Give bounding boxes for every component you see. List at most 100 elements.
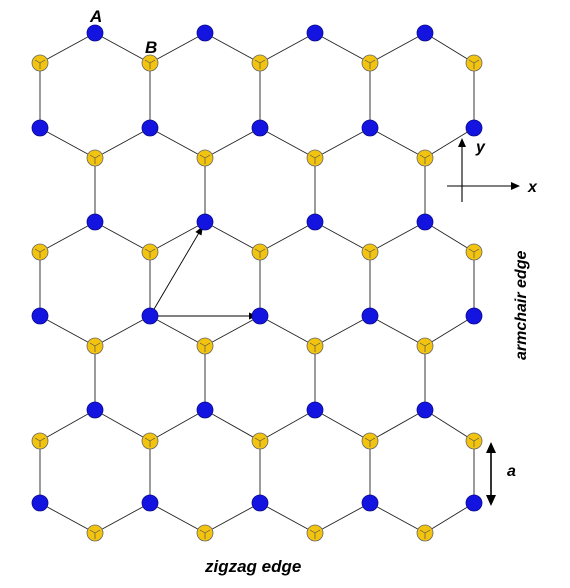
atom-b bbox=[465, 432, 483, 450]
bond bbox=[149, 502, 206, 534]
atom-b-stub bbox=[39, 437, 46, 442]
atom-b bbox=[251, 243, 269, 261]
atom-b bbox=[465, 243, 483, 261]
atom-a bbox=[306, 213, 324, 231]
atom-b bbox=[31, 54, 49, 72]
bond bbox=[39, 409, 96, 442]
bond bbox=[314, 32, 371, 64]
atom-b-stub bbox=[204, 529, 211, 534]
atom-b bbox=[251, 432, 269, 450]
atom-a-disc bbox=[141, 494, 159, 512]
atom-b-stub bbox=[369, 437, 376, 442]
atom-a bbox=[465, 494, 483, 512]
atom-b-stub bbox=[473, 248, 480, 253]
atom-layer bbox=[31, 24, 483, 542]
lattice-vector-a1 bbox=[150, 312, 258, 320]
atom-b-stub bbox=[468, 437, 475, 442]
atom-b-stub bbox=[94, 529, 101, 534]
atom-a bbox=[416, 213, 434, 231]
atom-a-disc bbox=[86, 24, 104, 42]
atom-b bbox=[251, 54, 269, 72]
atom-b-stub bbox=[34, 59, 41, 64]
bond bbox=[149, 315, 206, 347]
bond bbox=[259, 221, 316, 253]
atom-a bbox=[31, 494, 49, 512]
atom-b-stub bbox=[314, 529, 321, 534]
bond bbox=[39, 502, 96, 534]
bond bbox=[149, 127, 206, 159]
bond bbox=[369, 409, 426, 442]
lattice-constant-marker: a bbox=[486, 442, 516, 506]
atom-a-disc bbox=[306, 213, 324, 231]
atom-a bbox=[31, 119, 49, 137]
atom-b-stub bbox=[473, 437, 480, 442]
atom-b-stub bbox=[39, 248, 46, 253]
atom-a-disc bbox=[465, 119, 483, 137]
axis-y-label: y bbox=[475, 139, 486, 156]
atom-b-stub bbox=[259, 437, 266, 442]
atom-b bbox=[361, 54, 379, 72]
atom-a bbox=[141, 119, 159, 137]
atom-b-stub bbox=[149, 248, 156, 253]
atom-b bbox=[196, 524, 214, 542]
atom-b bbox=[361, 243, 379, 261]
atom-a bbox=[196, 213, 214, 231]
atom-b-stub bbox=[309, 154, 316, 159]
atom-b-stub bbox=[314, 154, 321, 159]
atom-b bbox=[31, 432, 49, 450]
lattice-vector-a2 bbox=[149, 225, 204, 317]
atom-b-stub bbox=[199, 529, 206, 534]
atom-b-stub bbox=[89, 342, 96, 347]
atom-a-disc bbox=[361, 494, 379, 512]
bond bbox=[259, 127, 316, 159]
atom-a bbox=[196, 401, 214, 419]
atom-b-stub bbox=[149, 59, 156, 64]
atom-b-stub bbox=[364, 59, 371, 64]
bond-layer bbox=[39, 32, 475, 534]
bond bbox=[39, 315, 96, 347]
atom-b-stub bbox=[144, 437, 151, 442]
atom-b-stub bbox=[419, 529, 426, 534]
lattice-constant-arrowhead-top bbox=[486, 442, 496, 453]
atom-a-disc bbox=[31, 119, 49, 137]
atom-b-stub bbox=[419, 342, 426, 347]
atom-a-disc bbox=[251, 119, 269, 137]
sublattice-b-label: B bbox=[145, 38, 157, 57]
atom-b-stub bbox=[369, 248, 376, 253]
atom-b-stub bbox=[204, 342, 211, 347]
atom-b-stub bbox=[419, 154, 426, 159]
bond bbox=[259, 502, 316, 534]
atom-b-stub bbox=[473, 59, 480, 64]
atom-b-stub bbox=[39, 59, 46, 64]
atom-b-stub bbox=[149, 437, 156, 442]
atom-b bbox=[86, 337, 104, 355]
bond bbox=[424, 409, 475, 442]
atom-a bbox=[306, 24, 324, 42]
axis-indicator: x y bbox=[447, 138, 538, 202]
atom-b bbox=[31, 243, 49, 261]
atom-b-stub bbox=[144, 59, 151, 64]
bond bbox=[204, 127, 261, 159]
atom-a-disc bbox=[306, 24, 324, 42]
atom-b-stub bbox=[199, 342, 206, 347]
atom-a bbox=[361, 494, 379, 512]
bond bbox=[369, 315, 426, 347]
zigzag-edge-label: zigzag edge bbox=[204, 557, 301, 576]
bond bbox=[314, 315, 371, 347]
bond bbox=[204, 315, 261, 347]
bond bbox=[39, 221, 96, 253]
atom-a bbox=[141, 494, 159, 512]
sublattice-a-label: A bbox=[89, 7, 102, 26]
atom-a bbox=[86, 213, 104, 231]
atom-a bbox=[251, 307, 269, 325]
atom-a bbox=[86, 24, 104, 42]
bond bbox=[314, 409, 371, 442]
atom-b-stub bbox=[89, 154, 96, 159]
bond bbox=[204, 221, 261, 253]
atom-b bbox=[196, 149, 214, 167]
bond bbox=[149, 409, 206, 442]
atom-a bbox=[465, 119, 483, 137]
atom-b bbox=[416, 149, 434, 167]
